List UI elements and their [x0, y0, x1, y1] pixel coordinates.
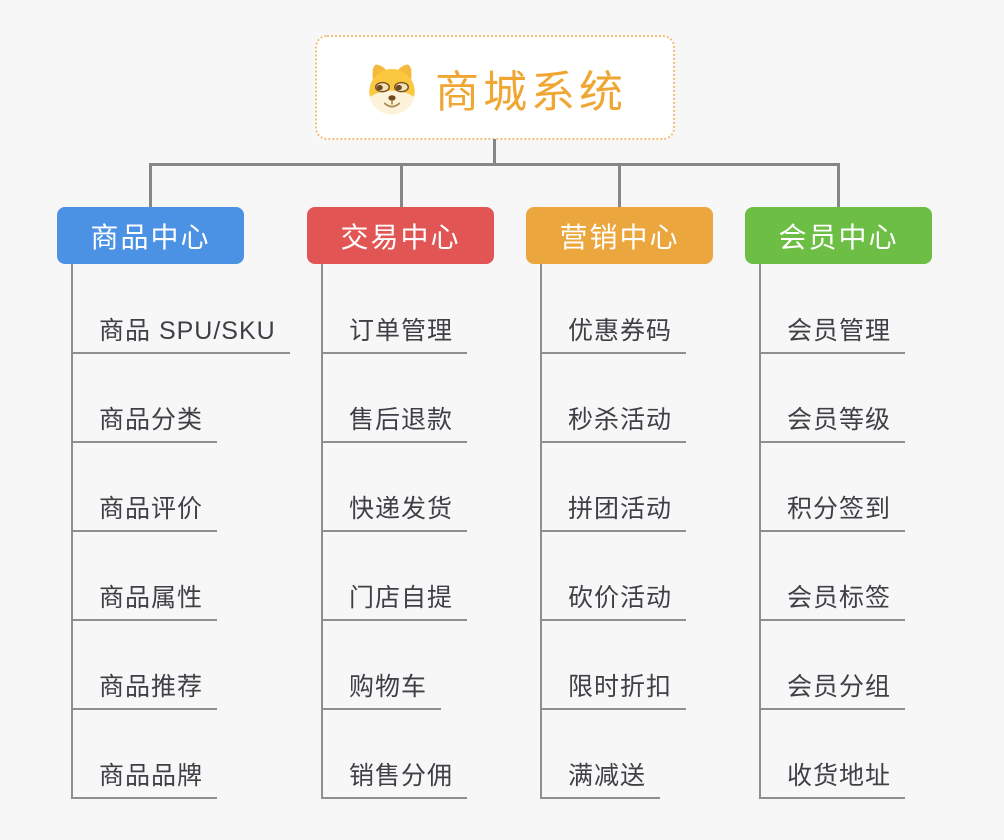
leaf-node[interactable]: 会员管理	[759, 310, 906, 354]
root-title: 商城系统	[435, 67, 627, 117]
connector-stub-branch-1	[149, 163, 152, 209]
leaf-node[interactable]: 快递发货	[321, 488, 468, 532]
leaf-node[interactable]: 商品分类	[71, 399, 218, 443]
leaf-node[interactable]: 秒杀活动	[540, 399, 687, 443]
branch-column-marketing: 营销中心 优惠券码 秒杀活动 拼团活动 砍价活动 限时折扣 满减送	[526, 207, 776, 827]
leaf-node[interactable]: 积分签到	[759, 488, 906, 532]
leaf-node[interactable]: 销售分佣	[321, 755, 468, 799]
root-node[interactable]: 商城系统	[315, 35, 675, 140]
branch-node-product[interactable]: 商品中心	[57, 207, 244, 264]
leaf-node[interactable]: 限时折扣	[540, 666, 687, 710]
leaf-node[interactable]: 商品评价	[71, 488, 218, 532]
connector-root-stub	[493, 139, 496, 166]
leaf-node[interactable]: 拼团活动	[540, 488, 687, 532]
branch-node-marketing[interactable]: 营销中心	[526, 207, 713, 264]
connector-stub-branch-4	[837, 163, 840, 209]
branch-column-member: 会员中心 会员管理 会员等级 积分签到 会员标签 会员分组 收货地址	[745, 207, 995, 827]
branch-node-trade[interactable]: 交易中心	[307, 207, 494, 264]
connector-stub-branch-2	[400, 163, 403, 209]
leaf-node[interactable]: 会员标签	[759, 577, 906, 621]
leaf-node[interactable]: 商品属性	[71, 577, 218, 621]
connector-horizontal-bar	[149, 163, 840, 166]
leaf-node[interactable]: 满减送	[540, 755, 661, 799]
shiba-dog-icon	[363, 59, 421, 117]
leaf-node[interactable]: 砍价活动	[540, 577, 687, 621]
leaf-node[interactable]: 门店自提	[321, 577, 468, 621]
leaf-node[interactable]: 售后退款	[321, 399, 468, 443]
leaf-node[interactable]: 购物车	[321, 666, 442, 710]
leaf-node[interactable]: 商品推荐	[71, 666, 218, 710]
leaf-node[interactable]: 会员等级	[759, 399, 906, 443]
leaf-node[interactable]: 商品品牌	[71, 755, 218, 799]
leaf-node[interactable]: 收货地址	[759, 755, 906, 799]
leaf-node[interactable]: 商品 SPU/SKU	[71, 310, 290, 354]
branch-column-product: 商品中心 商品 SPU/SKU 商品分类 商品评价 商品属性 商品推荐 商品品牌	[57, 207, 307, 827]
leaf-node[interactable]: 订单管理	[321, 310, 468, 354]
leaf-node[interactable]: 会员分组	[759, 666, 906, 710]
connector-stub-branch-3	[618, 163, 621, 209]
branch-node-member[interactable]: 会员中心	[745, 207, 932, 264]
branch-column-trade: 交易中心 订单管理 售后退款 快递发货 门店自提 购物车 销售分佣	[307, 207, 557, 827]
leaf-node[interactable]: 优惠券码	[540, 310, 687, 354]
